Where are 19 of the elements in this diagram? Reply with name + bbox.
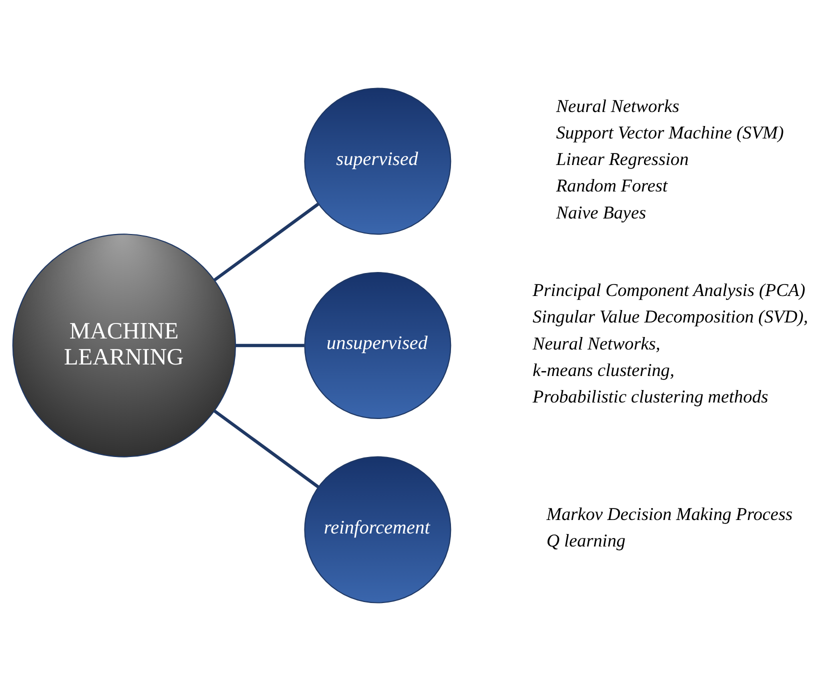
connector bbox=[214, 202, 320, 281]
node-label: Principal Component Analysis (PCA) bbox=[532, 280, 806, 300]
connector bbox=[236, 343, 304, 347]
node-circle: supervised bbox=[304, 87, 452, 234]
node-circle: unsupervised bbox=[304, 272, 452, 418]
node-label: Q learning bbox=[546, 530, 626, 550]
node-label: Linear Regression bbox=[556, 148, 689, 169]
node-label: Neural Networks, bbox=[532, 332, 660, 353]
node-circle: reinforcement bbox=[304, 456, 452, 603]
node-label: Probabilistic clustering methods bbox=[532, 386, 768, 406]
node-label: Singular Value Decomposition (SVD), bbox=[532, 306, 808, 326]
node-circle: MACHINE LEARNING bbox=[12, 233, 236, 457]
node-label: k-means clustering, bbox=[532, 359, 674, 380]
node-label: Neural Networks bbox=[556, 95, 680, 116]
node-label: Markov Decision Making Process bbox=[546, 503, 793, 524]
connector bbox=[214, 409, 320, 488]
node-label: Support Vector Machine (SVM) bbox=[556, 122, 784, 142]
node-label: Naive Bayes bbox=[556, 202, 646, 222]
node-label: Random Forest bbox=[556, 175, 668, 196]
